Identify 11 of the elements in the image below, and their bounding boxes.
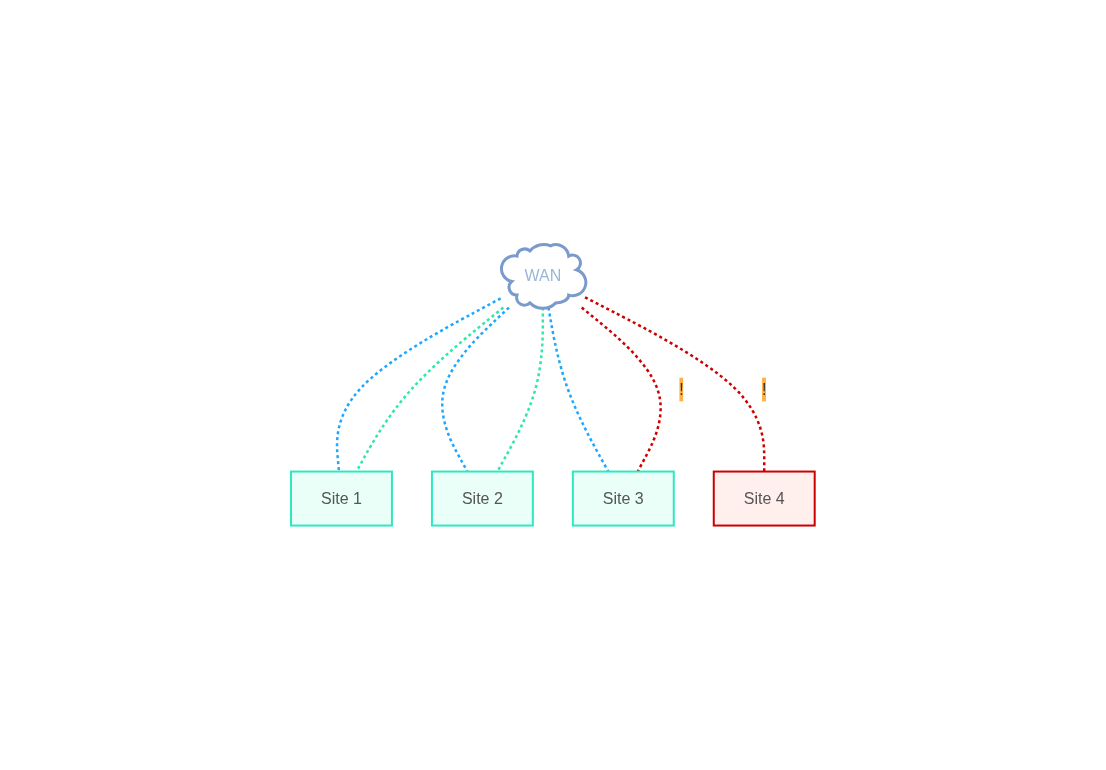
node-box: Site 4	[712, 470, 816, 527]
connector	[584, 296, 766, 472]
node-box: Site 1	[290, 470, 394, 527]
edge-label: !	[762, 380, 767, 398]
connector	[547, 307, 610, 473]
connector	[581, 306, 662, 473]
node-box: Site 3	[572, 470, 675, 527]
edge-label: !	[679, 380, 684, 398]
node-box: Site 2	[431, 470, 534, 527]
connector	[335, 297, 502, 472]
connector	[441, 306, 510, 473]
